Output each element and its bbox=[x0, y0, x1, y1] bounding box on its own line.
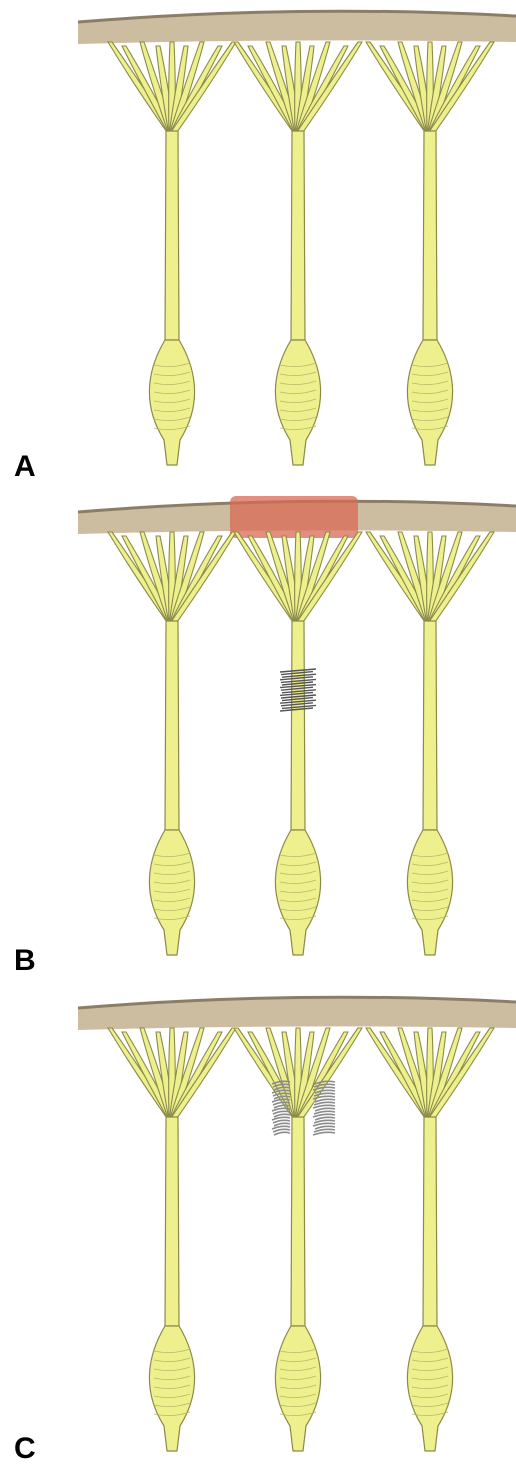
panel-a-cell-2 bbox=[234, 42, 362, 465]
panel-a: A bbox=[0, 0, 516, 492]
panel-b-cell-2 bbox=[234, 532, 362, 955]
panel-a-cell-1 bbox=[108, 42, 236, 465]
panel-b-label: B bbox=[14, 946, 36, 976]
panel-c-diagram bbox=[0, 984, 516, 1478]
panel-b-cell-1-axon bbox=[165, 621, 179, 830]
panel-b: B bbox=[0, 492, 516, 984]
panel-c-cell-2 bbox=[234, 1028, 362, 1451]
panel-a-diagram bbox=[0, 0, 516, 492]
panel-b-cell-3-axon bbox=[423, 621, 437, 830]
panel-a-cell-1-axon bbox=[165, 131, 179, 340]
panel-b-cell-1 bbox=[108, 532, 236, 955]
panel-a-label: A bbox=[14, 452, 36, 482]
panel-b-cell-2-axon bbox=[291, 621, 305, 830]
panel-c: C bbox=[0, 984, 516, 1476]
panel-b-diagram bbox=[0, 492, 516, 984]
panel-a-cell-3 bbox=[366, 42, 494, 465]
panel-a-cell-2-axon bbox=[291, 131, 305, 340]
panel-b-highlight-region bbox=[230, 496, 358, 538]
panel-a-cell-3-axon bbox=[423, 131, 437, 340]
panel-c-cell-3-axon bbox=[423, 1117, 437, 1326]
panel-c-label: C bbox=[14, 1434, 36, 1464]
panel-c-cell-2-axon bbox=[291, 1117, 305, 1326]
panel-b-cell-3 bbox=[366, 532, 494, 955]
panel-c-cell-3 bbox=[366, 1028, 494, 1451]
panel-c-cell-1 bbox=[108, 1028, 236, 1451]
panel-c-cell-1-axon bbox=[165, 1117, 179, 1326]
